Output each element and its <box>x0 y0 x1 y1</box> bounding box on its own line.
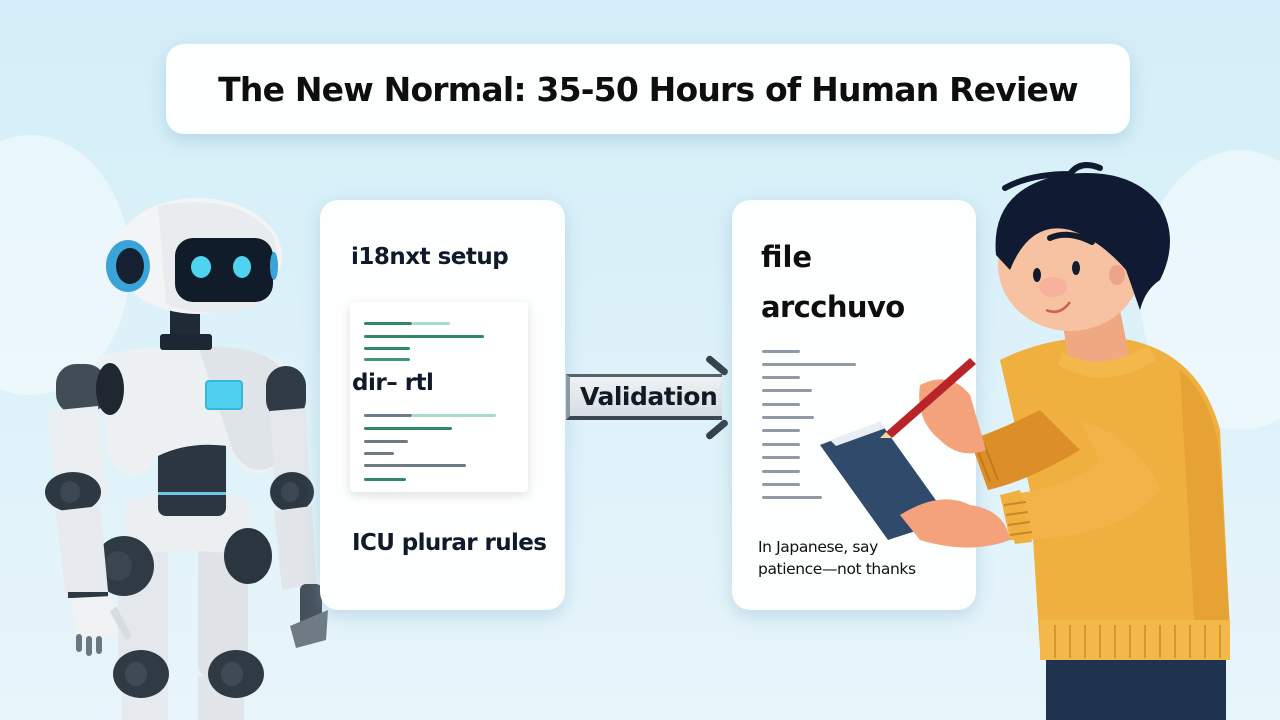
code-line <box>364 347 410 350</box>
card-heading-i18n-setup: i18nxt setup <box>351 244 509 270</box>
card-heading-icu-plural: ICU plurar rules <box>352 530 547 556</box>
card-heading-archivo: arcchuvo <box>761 290 905 324</box>
validation-label: Validation <box>580 382 718 411</box>
robot-icon <box>45 198 328 720</box>
note-line-2: patience—not thanks <box>758 560 916 578</box>
note-line-1: In Japanese, say <box>758 538 878 556</box>
code-line <box>364 414 412 417</box>
validation-arrow: Validation <box>566 354 732 441</box>
doc-line <box>762 429 800 432</box>
card-heading-dir-rtl: dir– rtl <box>352 370 434 396</box>
code-line <box>364 427 452 430</box>
page-title: The New Normal: 35-50 Hours of Human Rev… <box>218 69 1078 109</box>
doc-line <box>762 470 800 473</box>
doc-line <box>762 416 814 419</box>
code-line <box>364 452 394 455</box>
code-line <box>412 414 496 417</box>
doc-line <box>762 456 800 459</box>
doc-line <box>762 443 800 446</box>
card-heading-file: file <box>761 240 813 274</box>
doc-line <box>762 403 800 406</box>
title-banner: The New Normal: 35-50 Hours of Human Rev… <box>166 44 1130 134</box>
left-info-card: i18nxt setup dir– rtl ICU plurar rules <box>320 200 565 610</box>
person-reviewer-icon <box>820 162 1230 720</box>
code-line <box>364 440 408 443</box>
doc-line <box>762 350 800 353</box>
code-line <box>364 358 410 361</box>
code-snippet-panel <box>350 302 528 492</box>
code-line <box>412 322 450 325</box>
doc-line <box>762 483 800 486</box>
code-line <box>364 322 412 325</box>
arrow-fin-bottom <box>704 418 730 441</box>
code-line <box>364 464 466 467</box>
code-line <box>364 478 406 481</box>
japanese-note: In Japanese, say patience—not thanks <box>758 536 916 580</box>
doc-line <box>762 376 800 379</box>
code-line <box>364 335 484 338</box>
arrow-shaft <box>566 374 722 420</box>
doc-line <box>762 496 822 499</box>
doc-line <box>762 363 856 366</box>
doc-line <box>762 389 812 392</box>
